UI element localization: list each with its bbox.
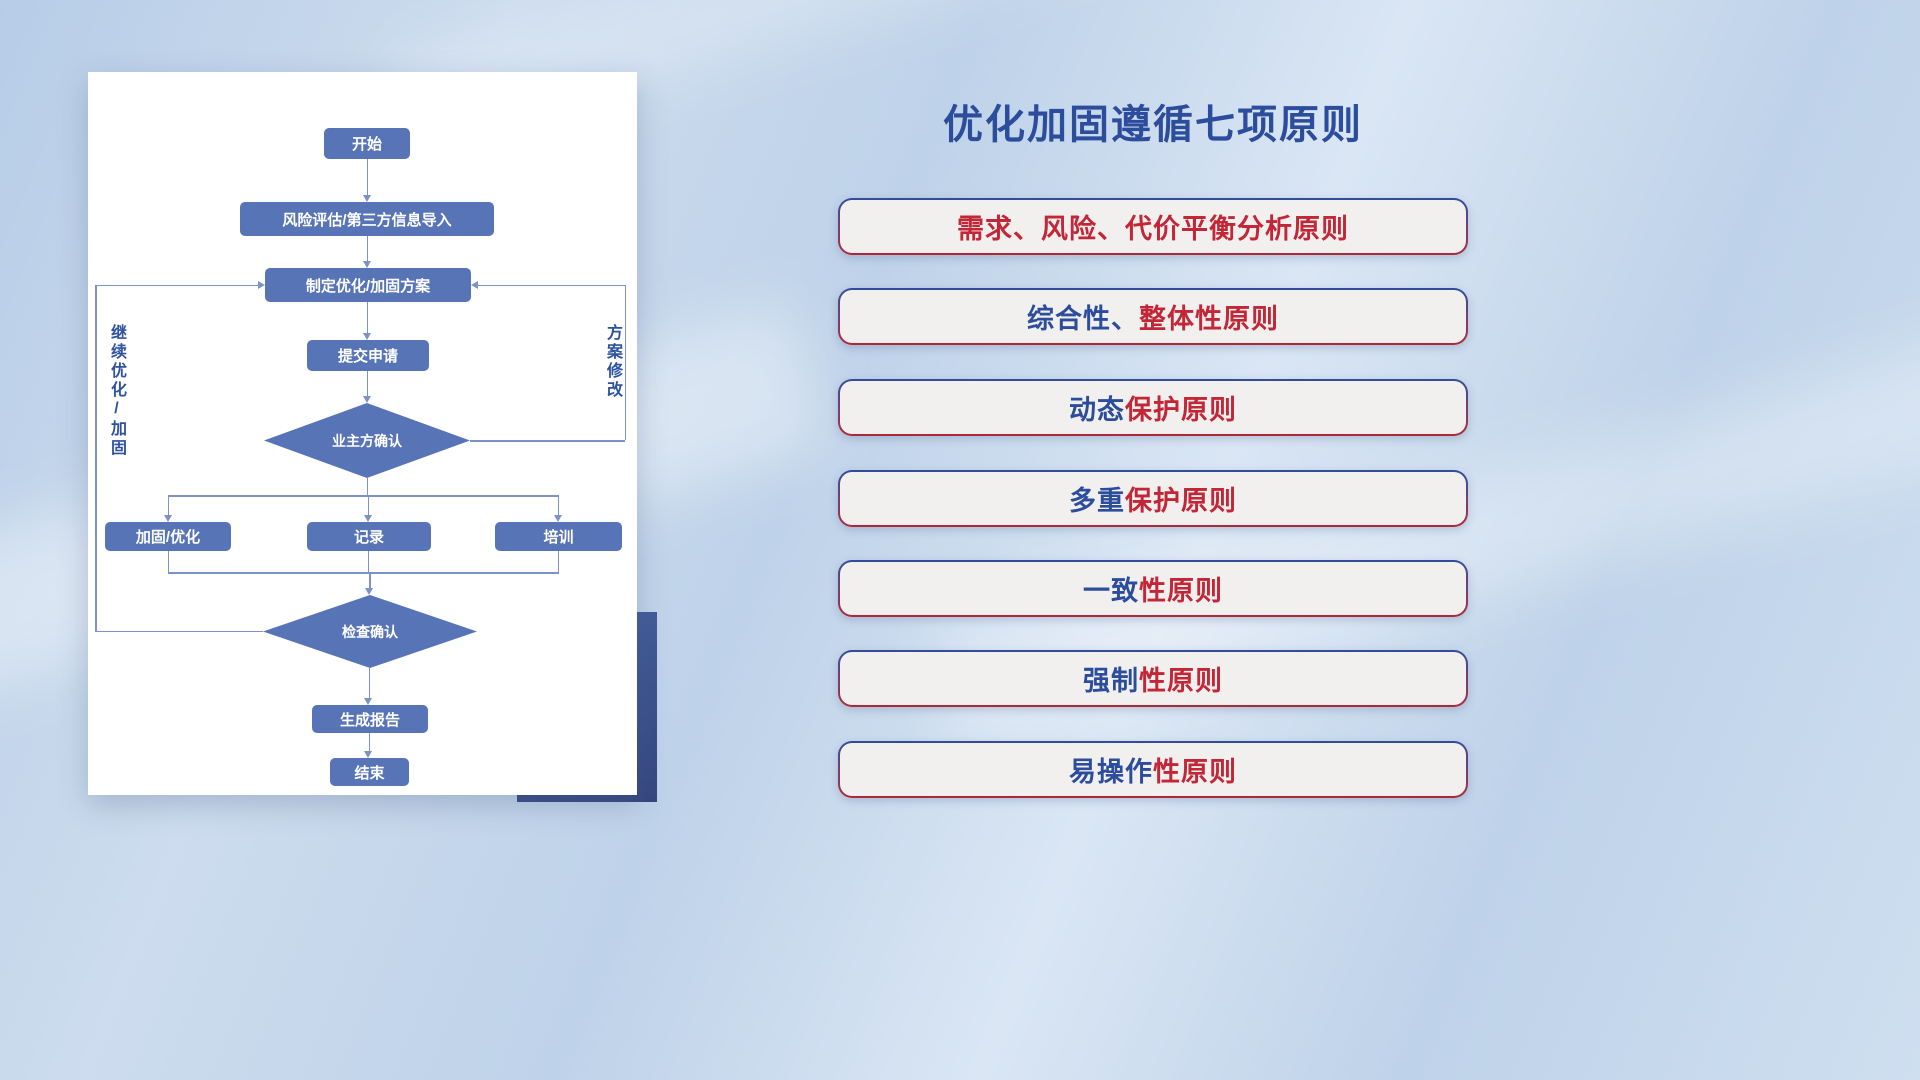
arrowhead-down-icon (362, 333, 371, 340)
flow-loop-connector (624, 285, 626, 440)
arrowhead-right-icon (258, 280, 265, 289)
flow-node-submit: 提交申请 (307, 340, 429, 371)
flow-node-reinforce: 加固/优化 (105, 522, 231, 551)
flow-connector (367, 495, 369, 516)
flow-node-report: 生成报告 (312, 705, 428, 733)
flow-decision-owner-confirm: 业主方确认 (264, 403, 470, 478)
flow-connector (167, 551, 169, 573)
principle-text-part: 动态 (1069, 395, 1125, 425)
flow-node-training: 培训 (495, 522, 622, 551)
principle-text-part: 性原则 (1139, 666, 1223, 696)
principle-item: 一致 性原则 (838, 560, 1468, 617)
principle-label: 易操作 性原则 (840, 743, 1466, 796)
principle-label: 一致 性原则 (840, 562, 1466, 615)
arrowhead-down-icon (364, 698, 372, 705)
principle-text-part: 性原则 (1153, 757, 1237, 787)
flow-decision-check-confirm: 检查确认 (263, 595, 477, 668)
flow-node-record: 记录 (307, 522, 431, 551)
arrowhead-down-icon (362, 195, 371, 202)
principle-item: 需求、风险、代价平衡分析原则 (838, 198, 1468, 255)
arrowhead-left-icon (471, 280, 478, 289)
flowchart: 开始 风险评估/第三方信息导入 制定优化/加固方案 提交申请 业主方确认 加固/… (88, 72, 637, 795)
flowchart-card: 开始 风险评估/第三方信息导入 制定优化/加固方案 提交申请 业主方确认 加固/… (88, 72, 637, 795)
arrowhead-down-icon (363, 515, 372, 522)
flow-node-start: 开始 (324, 128, 410, 159)
principles-list: 需求、风险、代价平衡分析原则 综合性、 整体性原则 动态 保护原则 多重 保护原… (838, 0, 1468, 1080)
flow-loop-connector (95, 630, 263, 632)
principle-text-part: 性原则 (1139, 576, 1223, 606)
page-title: 优化加固遵循七项原则 (943, 103, 1363, 147)
principle-text-part: 易操作 (1069, 757, 1153, 787)
flow-connector (557, 495, 559, 516)
flow-connector (366, 371, 368, 397)
flow-connector (367, 551, 369, 573)
principle-text-part: 多重 (1069, 486, 1125, 516)
flow-connector (167, 495, 559, 497)
flow-loop-connector (95, 284, 259, 286)
arrowhead-down-icon (362, 396, 371, 403)
flow-node-make-plan: 制定优化/加固方案 (265, 268, 471, 302)
flow-node-risk-import: 风险评估/第三方信息导入 (240, 202, 494, 236)
flow-connector (369, 572, 371, 589)
principle-text-part: 一致 (1083, 576, 1139, 606)
flow-connector (368, 668, 370, 699)
principle-text-part: 综合性、 (1027, 304, 1139, 334)
loop-label-plan-revision: 方案修改 (604, 324, 621, 400)
principle-item: 易操作 性原则 (838, 741, 1468, 798)
flow-connector (366, 478, 368, 495)
flow-node-end: 结束 (330, 758, 409, 786)
flow-loop-connector (95, 285, 97, 631)
principle-item: 多重 保护原则 (838, 470, 1468, 527)
flow-connector (368, 733, 370, 752)
flow-connector (557, 551, 559, 573)
flow-connector (366, 302, 368, 334)
principle-item: 动态 保护原则 (838, 379, 1468, 436)
arrowhead-down-icon (364, 751, 372, 758)
flow-loop-connector (470, 440, 625, 442)
arrowhead-down-icon (362, 261, 371, 268)
arrowhead-down-icon (553, 515, 562, 522)
flow-connector (366, 236, 368, 262)
principle-text-part: 保护原则 (1125, 395, 1237, 425)
principle-text-part: 整体性原则 (1139, 304, 1279, 334)
principle-text-part: 保护原则 (1125, 486, 1237, 516)
flow-connector (167, 572, 559, 574)
principle-text-part: 需求、风险、代价平衡分析原则 (957, 214, 1349, 244)
principle-text-part: 强制 (1083, 666, 1139, 696)
principle-label: 综合性、 整体性原则 (840, 290, 1466, 343)
arrowhead-down-icon (163, 515, 172, 522)
principle-item: 强制 性原则 (838, 650, 1468, 707)
principle-label: 强制 性原则 (840, 652, 1466, 705)
flow-connector (167, 495, 169, 516)
flow-loop-connector (478, 284, 625, 286)
flow-connector (366, 159, 368, 196)
principle-label: 动态 保护原则 (840, 381, 1466, 434)
loop-label-continue-optimize: 继续优化/加固 (108, 324, 125, 458)
principle-label: 需求、风险、代价平衡分析原则 (840, 200, 1466, 253)
principle-label: 多重 保护原则 (840, 472, 1466, 525)
principle-item: 综合性、 整体性原则 (838, 288, 1468, 345)
arrowhead-down-icon (364, 588, 373, 595)
